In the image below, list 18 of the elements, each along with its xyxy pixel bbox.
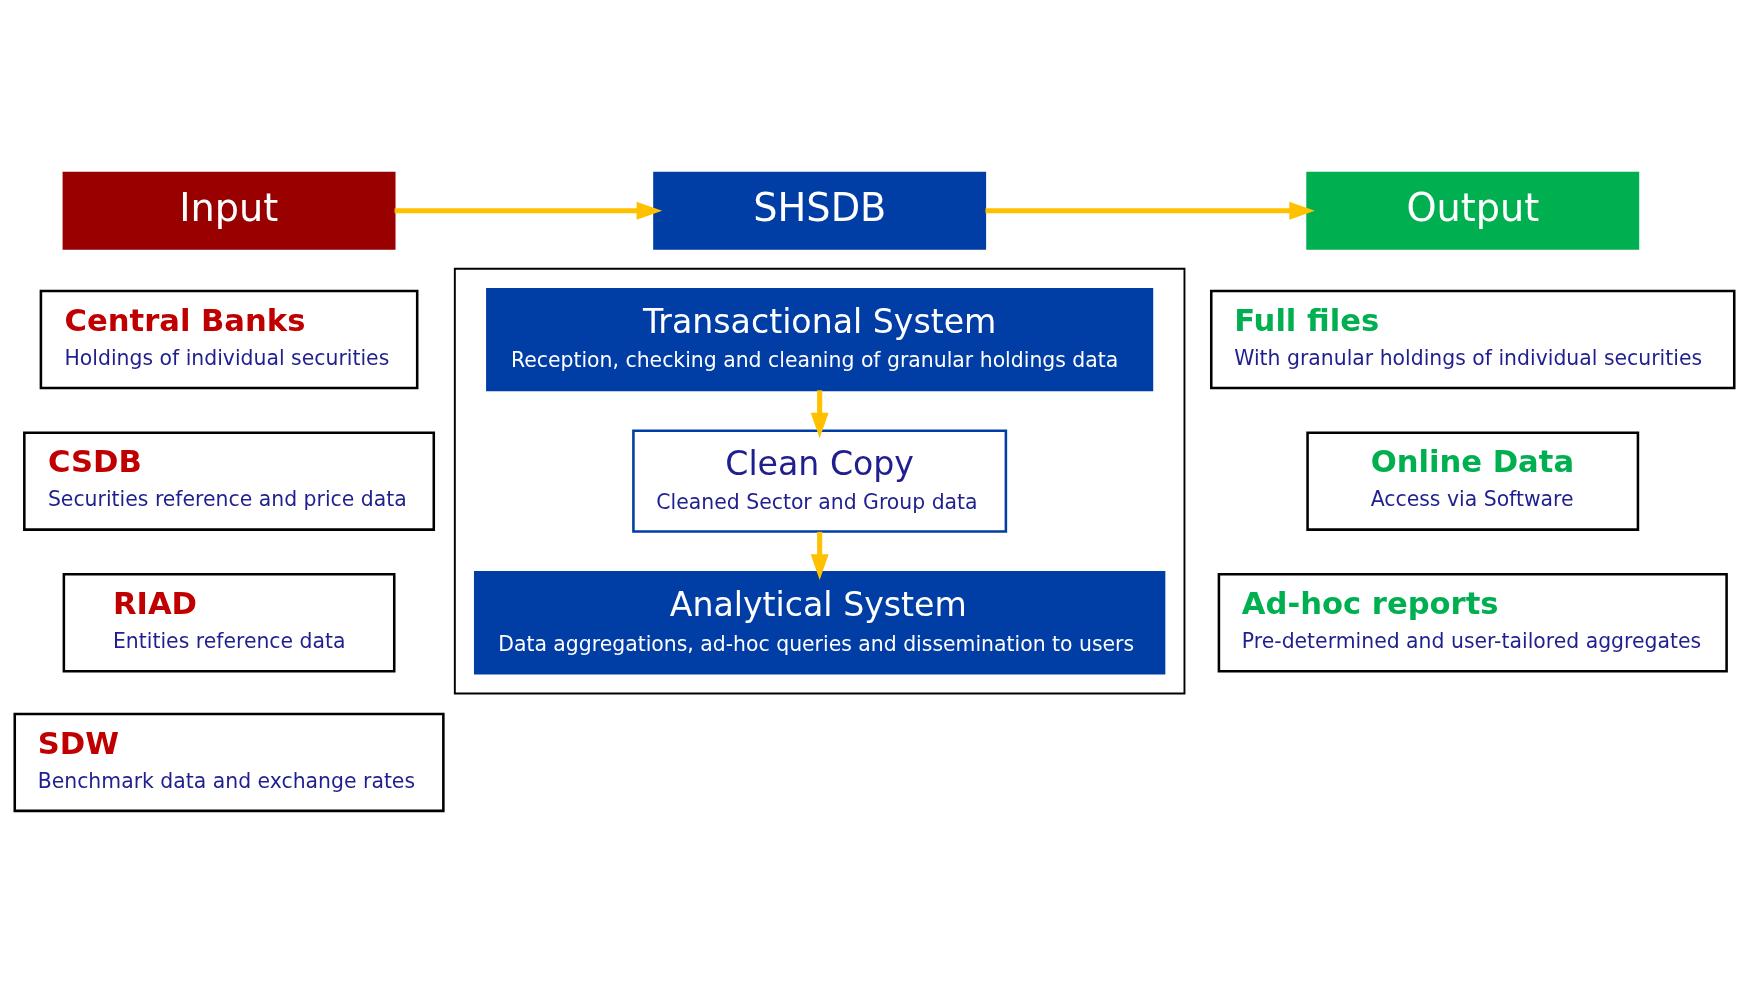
- node-box: Ad-hoc reports Pre-determined and user-tailored aggregates: [1217, 573, 1728, 673]
- node-box: Input: [62, 171, 395, 250]
- node-box: RIAD Entities reference data: [62, 573, 395, 673]
- node-box: CSDB Securities reference and price data: [22, 431, 435, 531]
- node-box: SHSDB: [652, 171, 986, 250]
- cluster: [453, 267, 1185, 695]
- node-box: Clean Copy Cleaned Sector and Group data: [631, 429, 1007, 533]
- node-box: Full files With granular holdings of individual securities: [1209, 289, 1736, 390]
- arrow: [810, 531, 829, 580]
- node-box: Central Banks Holdings of individual securities: [39, 289, 418, 390]
- node-box: Output: [1305, 171, 1639, 250]
- arrow: [985, 201, 1315, 220]
- arrow: [394, 201, 662, 220]
- node-box: Transactional System Reception, checking and cleaning of granular holdings data: [485, 287, 1153, 392]
- arrow: [810, 390, 829, 439]
- node-box: SDW Benchmark data and exchange rates: [12, 712, 445, 813]
- node-box: Analytical System Data aggregations, ad-hoc queries and dissemination to users: [473, 571, 1165, 675]
- node-box: Online Data Access via Software: [1305, 431, 1639, 531]
